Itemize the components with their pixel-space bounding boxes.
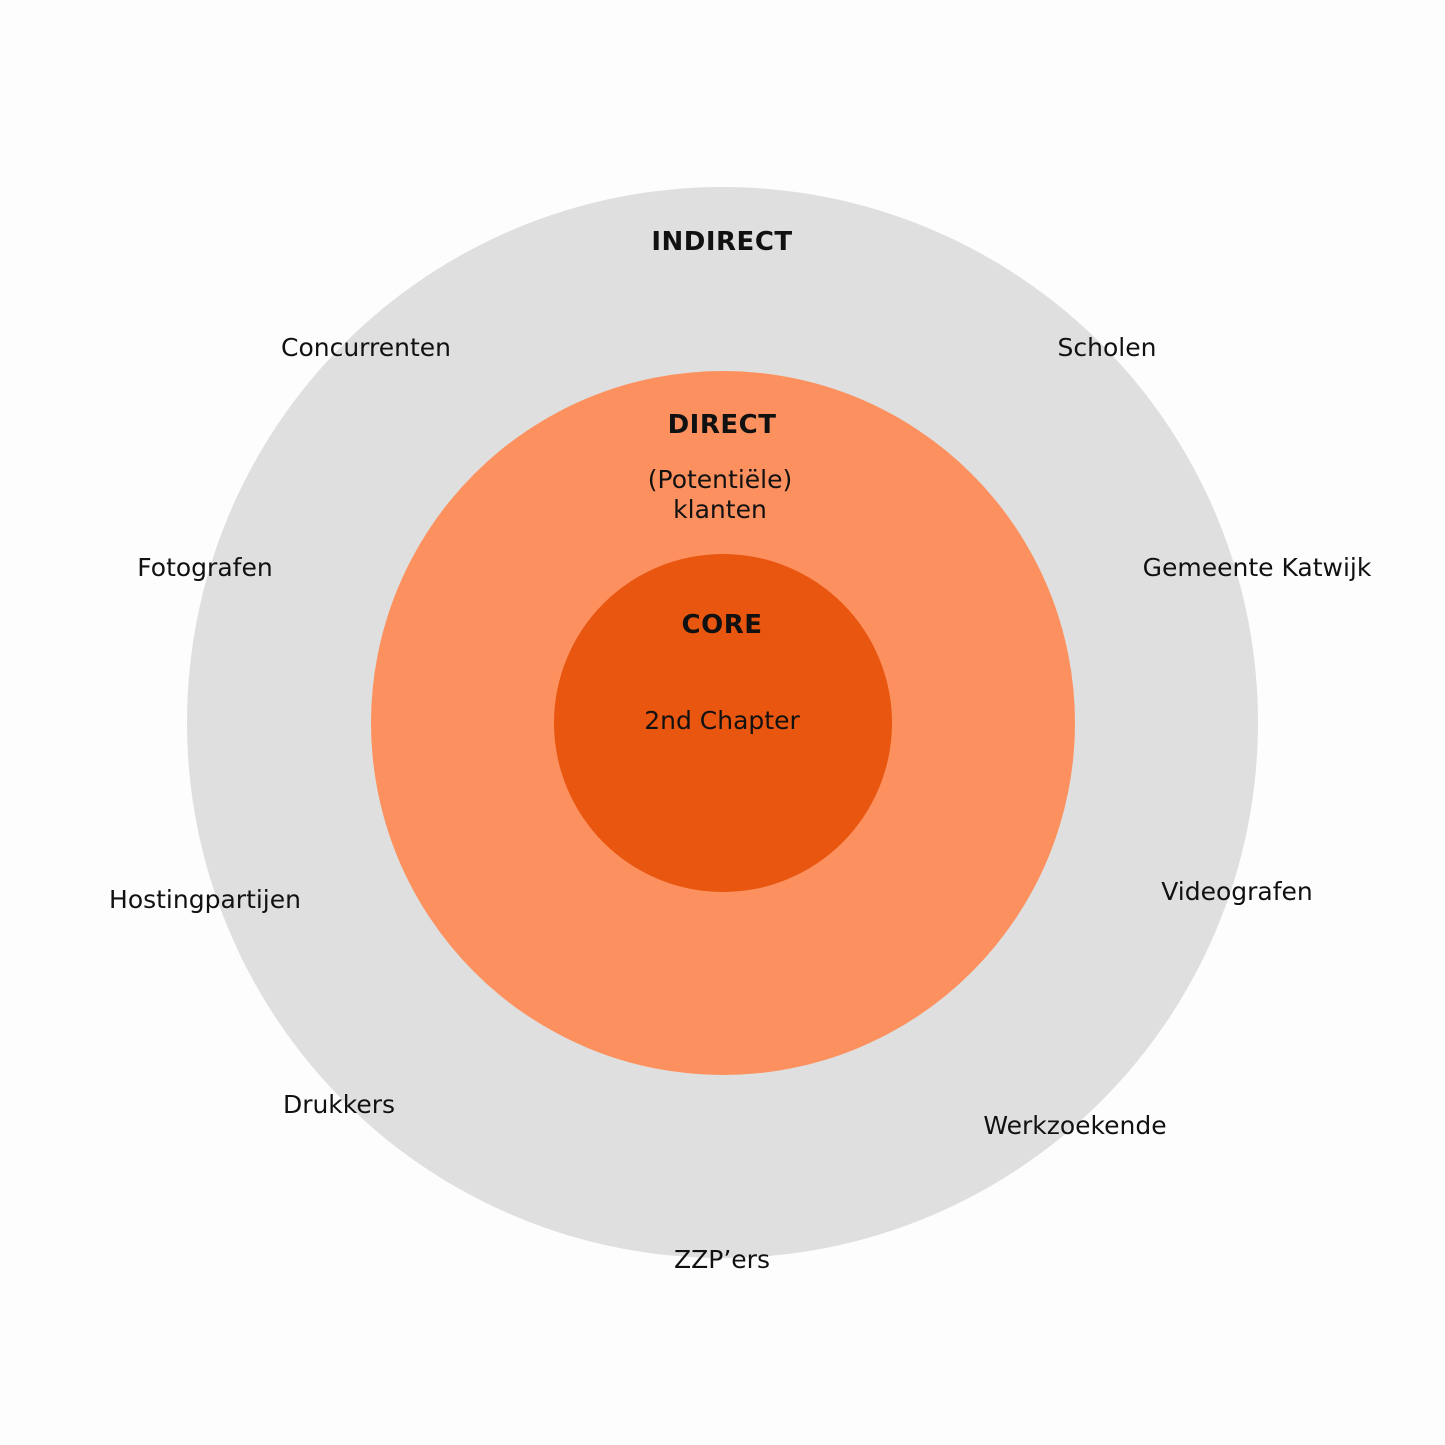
stakeholder-drukkers: Drukkers — [282, 1090, 396, 1119]
stakeholder-concurrenten: Concurrenten — [280, 333, 452, 362]
indirect-title: INDIRECT — [651, 227, 793, 257]
stakeholder-zzpers: ZZP’ers — [674, 1245, 770, 1274]
stakeholder-videografen: Videografen — [1161, 877, 1313, 906]
stakeholder-hostingpartijen: Hostingpartijen — [109, 885, 301, 914]
stakeholder-werkzoekende: Werkzoekende — [983, 1111, 1167, 1140]
core-name: 2nd Chapter — [644, 706, 800, 735]
stakeholder-fotografen: Fotografen — [137, 553, 273, 582]
direct-subtitle: (Potentiële) klanten — [648, 465, 792, 525]
direct-subtitle-line1: (Potentiële) — [647, 465, 793, 494]
core-title: CORE — [681, 610, 763, 640]
direct-title: DIRECT — [667, 410, 777, 440]
direct-subtitle-line2: klanten — [673, 495, 767, 524]
stakeholder-scholen: Scholen — [1057, 333, 1157, 362]
core-circle — [554, 554, 892, 892]
stakeholder-gemeente-katwijk: Gemeente Katwijk — [1142, 553, 1372, 582]
